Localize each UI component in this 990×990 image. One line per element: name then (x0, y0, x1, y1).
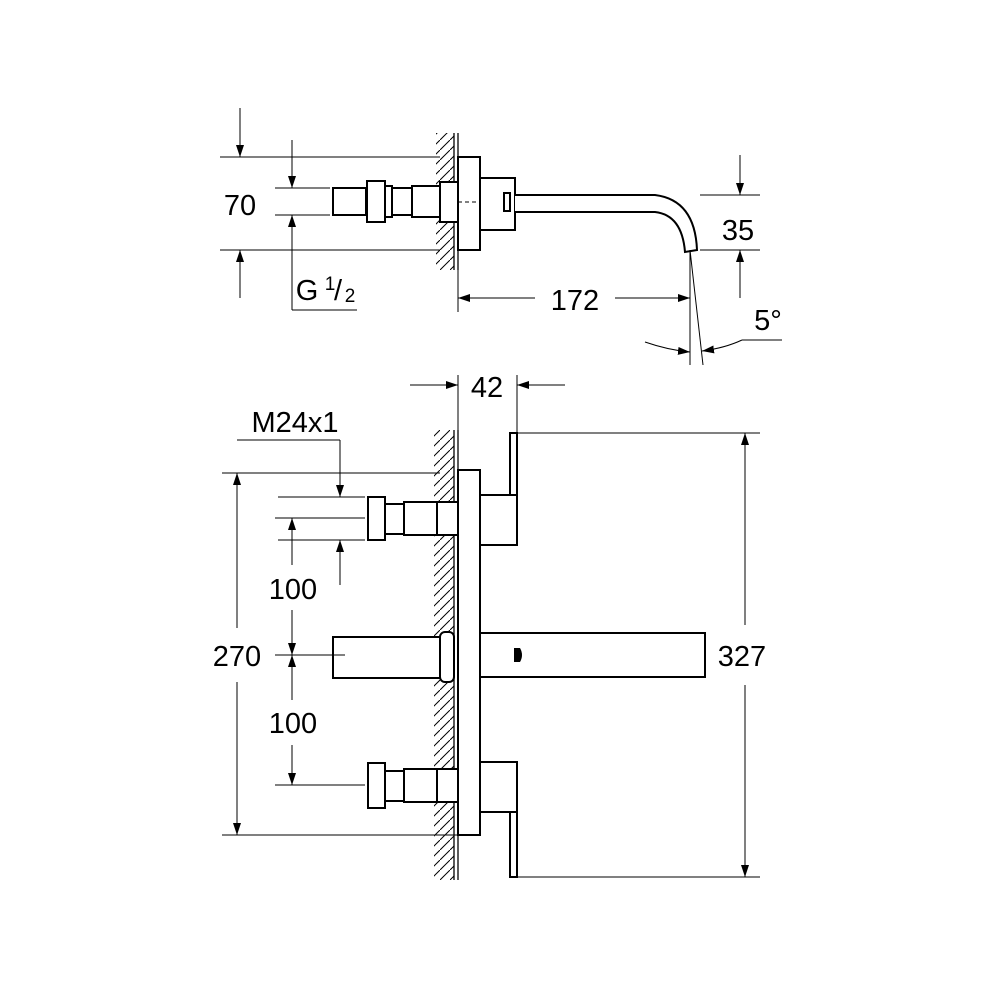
thread-fraction-slash: / (334, 275, 343, 307)
side-view: 70 G 1 / 2 35 172 5° (220, 108, 782, 366)
spacing-bottom-100-label: 100 (269, 708, 317, 740)
thread-m24x1-label: M24x1 (251, 407, 338, 439)
height-70-label: 70 (224, 190, 256, 222)
bottom-handle-lever (509, 811, 518, 878)
angle-5-label: 5° (754, 305, 782, 337)
thread-g-label: G (296, 275, 319, 307)
flange (457, 156, 481, 251)
reach-172-label: 172 (551, 285, 599, 317)
top-inlet (367, 496, 459, 541)
spacing-top-100-label: 100 (269, 574, 317, 606)
inlet-connector (332, 180, 459, 223)
thread-fraction-den: 2 (345, 286, 356, 307)
bottom-inlet (367, 762, 459, 809)
drop-35-label: 35 (722, 215, 754, 247)
total-height-327-label: 327 (718, 641, 766, 673)
front-view: 42 327 270 100 100 M24x1 (213, 372, 766, 880)
spout (479, 632, 706, 678)
top-handle-lever (509, 432, 518, 496)
spout-pipe (515, 194, 699, 254)
top-handle-body (479, 494, 518, 546)
inlet-span-270-label: 270 (213, 641, 261, 673)
thread-fraction-num: 1 (325, 274, 336, 295)
center-stem (332, 631, 455, 683)
depth-42-label: 42 (471, 372, 503, 404)
bottom-handle-body (479, 761, 518, 813)
brand-logo (514, 648, 522, 662)
cover-plate (457, 469, 481, 836)
